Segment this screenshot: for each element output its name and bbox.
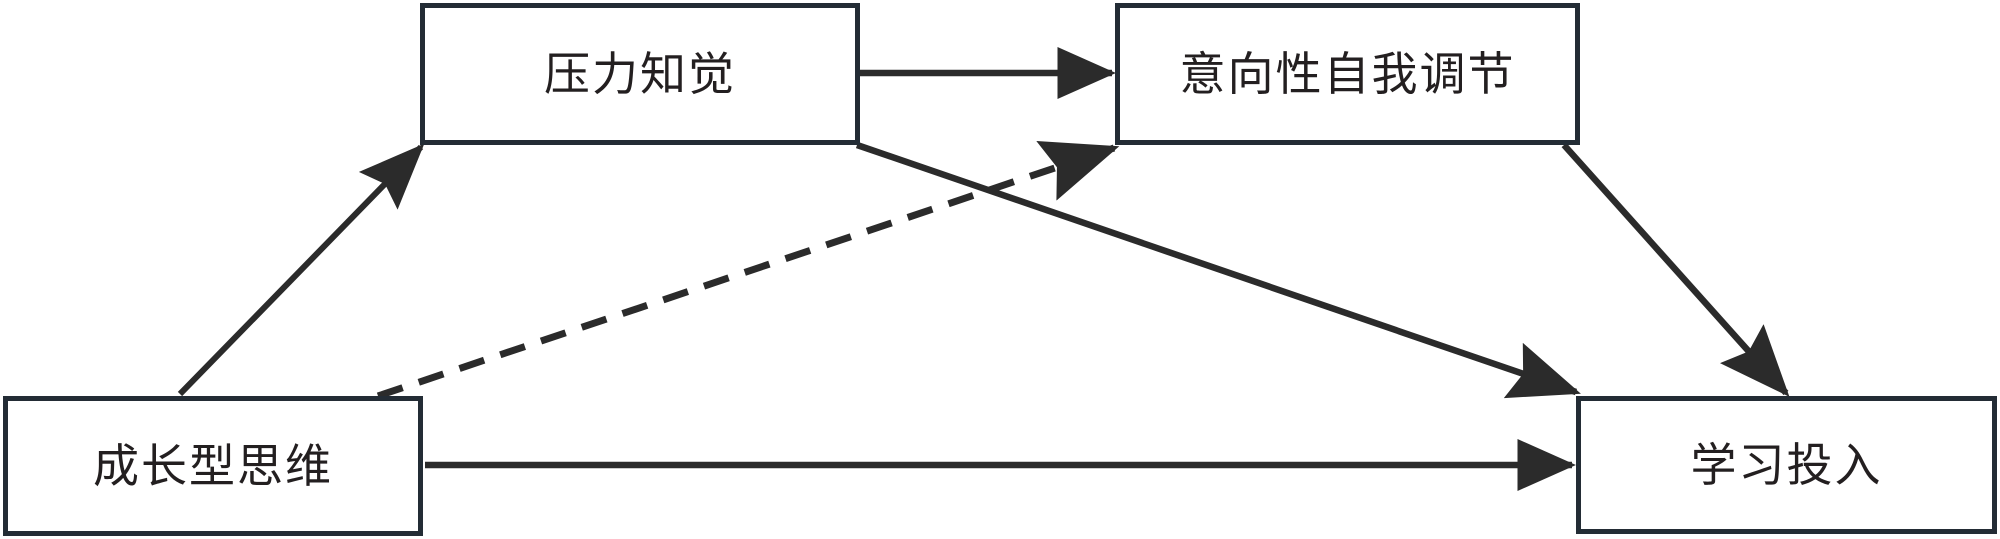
- node-label-intentional-self-regulation: 意向性自我调节: [1179, 47, 1516, 101]
- edge-mindset-to-selfreg-dashed: [376, 140, 1120, 400]
- node-growth-mindset[interactable]: 成长型思维: [3, 396, 423, 536]
- node-label-perceived-stress: 压力知觉: [544, 47, 736, 101]
- node-label-learning-engagement: 学习投入: [1690, 438, 1883, 492]
- node-intentional-self-regulation[interactable]: 意向性自我调节: [1115, 3, 1580, 145]
- node-learning-engagement[interactable]: 学习投入: [1576, 396, 1997, 534]
- node-perceived-stress[interactable]: 压力知觉: [420, 3, 860, 145]
- node-label-growth-mindset: 成长型思维: [93, 439, 333, 493]
- edge-stress-to-engagement: [855, 141, 1581, 399]
- edge-selfreg-to-engagement: [1561, 142, 1790, 397]
- edge-mindset-to-stress: [177, 143, 425, 397]
